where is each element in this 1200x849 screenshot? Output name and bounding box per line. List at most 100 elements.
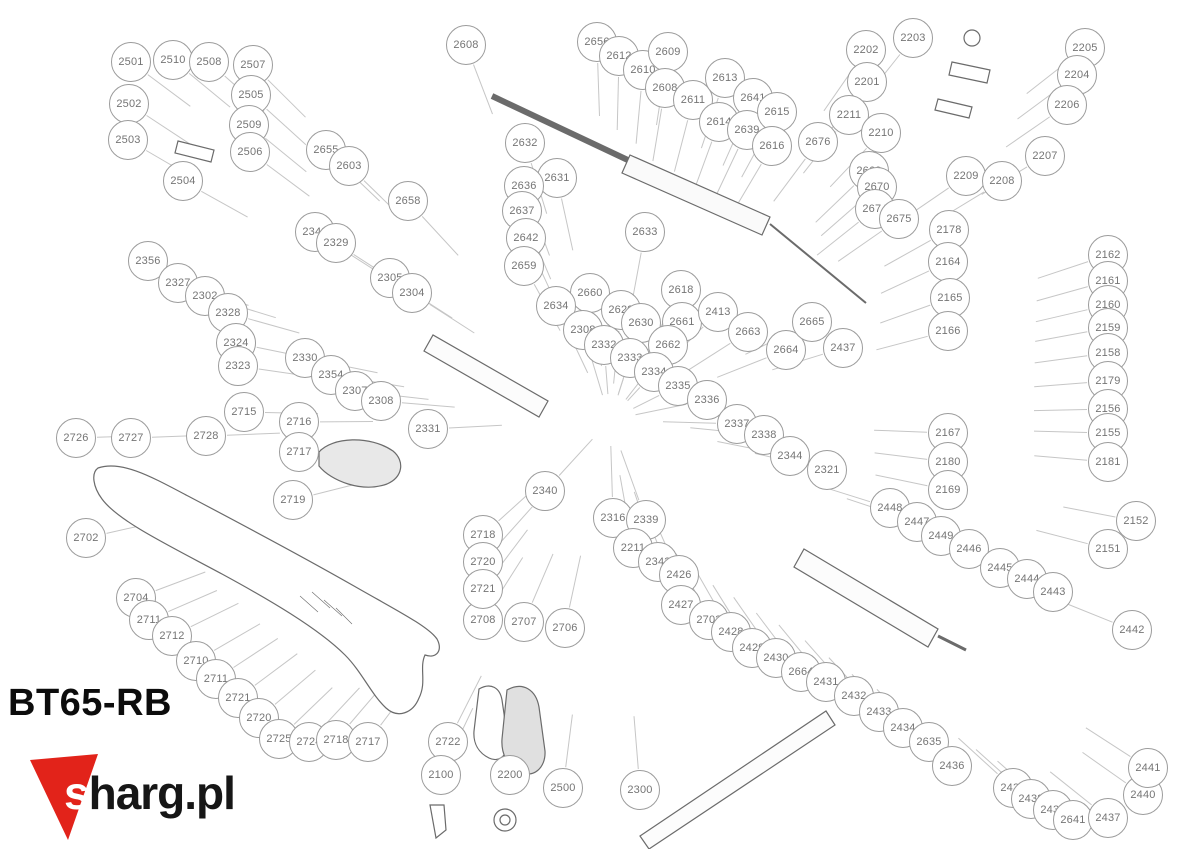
part-callout: 2356	[128, 241, 168, 281]
leader-line	[605, 365, 609, 395]
leader-line	[880, 304, 931, 324]
part-callout: 2207	[1025, 136, 1065, 176]
leader-line	[880, 270, 930, 294]
leader-line	[401, 402, 455, 408]
logo-triangle-shape	[30, 754, 98, 840]
leader-line	[1034, 455, 1088, 461]
leader-line	[693, 141, 713, 192]
leader-line	[456, 675, 482, 724]
leader-line	[568, 555, 582, 608]
part-callout: 2436	[932, 746, 972, 786]
part-callout: 2340	[525, 471, 565, 511]
leader-line	[635, 90, 642, 144]
leader-line	[633, 394, 660, 409]
leader-line	[884, 239, 931, 267]
part-callout: 2441	[1128, 748, 1168, 788]
leader-line	[958, 737, 998, 775]
part-callout: 2203	[893, 18, 933, 58]
leader-line	[714, 148, 739, 198]
leader-line	[561, 198, 574, 251]
part-callout: 2508	[189, 42, 229, 82]
leader-line	[652, 108, 663, 162]
part-callout: 2615	[757, 92, 797, 132]
part-callout: 2448	[870, 488, 910, 528]
logo-text: sharg.pl	[64, 766, 236, 820]
part-callout: 2658	[388, 181, 428, 221]
leader-line	[266, 108, 307, 146]
scope-mount-part-1	[948, 61, 991, 84]
part-callout: 2506	[230, 132, 270, 172]
part-callout: 2323	[218, 346, 258, 386]
part-callout: 2613	[705, 58, 745, 98]
leader-line	[421, 216, 459, 256]
part-callout: 2209	[946, 156, 986, 196]
leader-line	[1033, 430, 1088, 433]
part-callout: 2437	[823, 328, 863, 368]
leader-line	[473, 64, 493, 115]
leader-line	[267, 79, 306, 118]
leader-line	[616, 76, 619, 131]
leader-line	[213, 623, 261, 651]
leader-line	[1035, 331, 1088, 342]
part-callout: 2721	[463, 569, 503, 609]
leader-line	[773, 158, 806, 202]
part-callout: 2726	[56, 418, 96, 458]
part-callout: 2706	[545, 608, 585, 648]
part-callout: 2431	[806, 662, 846, 702]
leader-line	[685, 342, 731, 373]
leader-line	[662, 421, 717, 424]
leader-line	[610, 445, 613, 498]
leader-line	[837, 230, 883, 262]
part-callout: 2501	[111, 42, 151, 82]
part-callout: 2308	[361, 381, 401, 421]
leader-line	[876, 335, 928, 351]
part-callout: 2633	[625, 212, 665, 252]
part-callout: 2722	[428, 722, 468, 762]
part-callout: 2504	[163, 161, 203, 201]
magazine-part-outer	[493, 808, 517, 832]
part-callout: 2500	[543, 768, 583, 808]
leader-line	[1063, 601, 1113, 623]
leader-line	[627, 387, 641, 402]
receiver-block	[621, 154, 771, 236]
part-callout: 2603	[329, 146, 369, 186]
leader-line	[496, 506, 533, 547]
cylinder-tube	[423, 334, 549, 418]
leader-line	[248, 318, 300, 334]
part-callout: 2211	[829, 95, 869, 135]
part-callout: 2300	[620, 770, 660, 810]
barrel-bottom	[639, 710, 836, 849]
part-callout: 2210	[861, 113, 901, 153]
leader-line	[254, 653, 298, 686]
leader-line	[874, 452, 928, 460]
diagram-artwork	[93, 29, 991, 849]
part-callout: 2208	[982, 161, 1022, 201]
leader-line	[293, 687, 333, 725]
part-callout: 2510	[153, 40, 193, 80]
stock-checkering	[299, 591, 353, 625]
leader-line	[633, 716, 639, 770]
leader-line	[429, 303, 475, 334]
leader-line	[820, 200, 862, 237]
part-callout: 2169	[928, 470, 968, 510]
part-callout: 2152	[1116, 501, 1156, 541]
cheek-pad	[318, 439, 402, 488]
leader-line	[226, 432, 280, 436]
part-callout: 2166	[928, 311, 968, 351]
model-title: BT65-RB	[8, 682, 172, 724]
leader-line	[274, 669, 316, 705]
leader-line	[1049, 771, 1092, 806]
part-callout: 2331	[408, 409, 448, 449]
logo-triangle-icon	[30, 754, 98, 840]
leader-line	[875, 474, 928, 487]
part-callout: 2443	[1033, 572, 1073, 612]
part-callout: 2329	[316, 223, 356, 263]
part-callout: 2502	[109, 84, 149, 124]
part-callout: 2717	[279, 432, 319, 472]
leader-line	[1034, 355, 1088, 364]
part-callout: 2446	[949, 529, 989, 569]
leader-line	[531, 553, 554, 603]
part-callout: 2178	[929, 210, 969, 250]
